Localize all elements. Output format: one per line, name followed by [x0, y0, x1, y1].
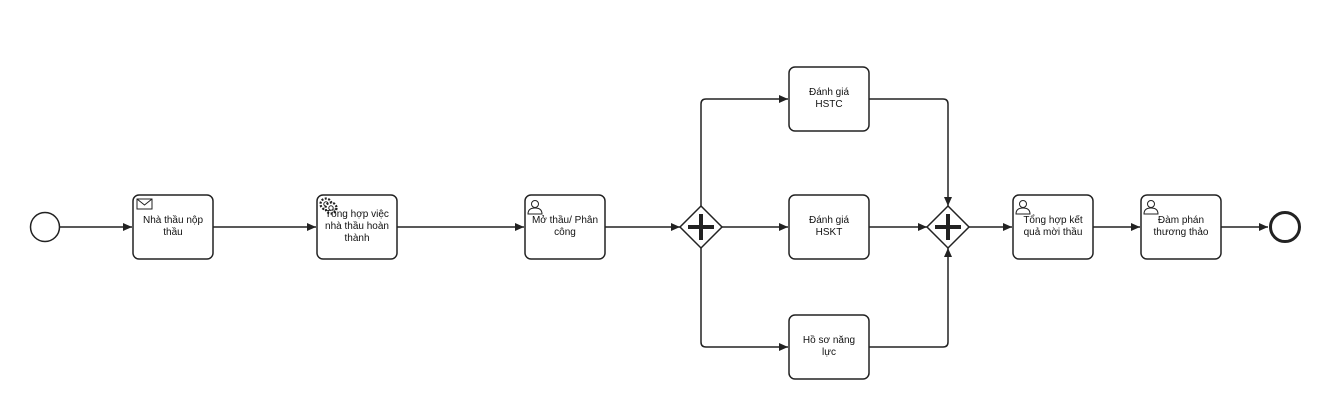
flow-t6-to-g2[interactable]	[869, 248, 952, 348]
task-t4[interactable]	[788, 66, 870, 132]
task-t2[interactable]	[316, 194, 398, 260]
task-t3[interactable]	[524, 194, 606, 260]
gateway-g1[interactable]	[678, 204, 724, 250]
user-icon	[527, 200, 543, 215]
gateway-g2[interactable]	[925, 204, 971, 250]
task-t1[interactable]	[132, 194, 214, 260]
task-t5[interactable]	[788, 194, 870, 260]
user-icon	[1143, 200, 1159, 215]
parallel-plus-icon	[688, 214, 714, 240]
end-event[interactable]	[1269, 211, 1301, 243]
gears-icon	[319, 197, 338, 215]
flow-g1-to-t6[interactable]	[700, 248, 788, 351]
parallel-plus-icon	[935, 214, 961, 240]
envelope-icon	[136, 198, 153, 210]
task-t8[interactable]	[1140, 194, 1222, 260]
user-icon	[1015, 200, 1031, 215]
task-t7[interactable]	[1012, 194, 1094, 260]
flow-g1-to-t4[interactable]	[700, 95, 788, 206]
sequence-flows	[60, 95, 1268, 351]
flow-t4-to-g2[interactable]	[869, 98, 952, 206]
task-t6[interactable]	[788, 314, 870, 380]
start-event[interactable]	[29, 211, 61, 243]
